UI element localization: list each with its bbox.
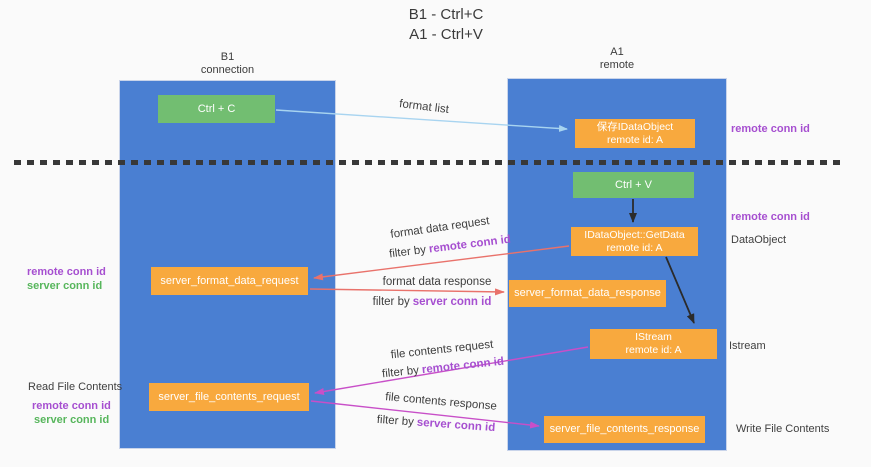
right-remote-conn-id-2: remote conn id xyxy=(731,211,810,223)
right-column-header: A1 remote xyxy=(507,46,727,71)
remote-conn-id-text: remote conn id xyxy=(428,233,512,256)
left-machine-name: B1 xyxy=(220,51,235,63)
title-line-2: A1 - Ctrl+V xyxy=(409,26,483,43)
left-server-conn-id-2: server conn id xyxy=(34,414,110,426)
clipboard-boundary-divider xyxy=(14,160,845,165)
server-format-data-response-box: server_format_data_response xyxy=(509,280,666,307)
filter-by-text: filter by xyxy=(388,243,427,261)
server-file-contents-request-label: server_file_contents_request xyxy=(158,390,300,403)
diagram-title: B1 - Ctrl+C A1 - Ctrl+V xyxy=(346,5,546,45)
server-format-data-request-box: server_format_data_request xyxy=(151,267,308,295)
istream-line2: remote id: A xyxy=(625,344,682,356)
save-dataobject-line1: 保存IDataObject xyxy=(596,120,674,133)
title-line-1: B1 - Ctrl+C xyxy=(408,6,484,23)
ctrl-c-box: Ctrl + C xyxy=(158,95,275,123)
filter-by-text: filter by xyxy=(381,364,420,381)
flow-label-file-contents-response: file contents response xyxy=(384,391,498,413)
ctrl-v-label: Ctrl + V xyxy=(615,178,652,191)
write-file-contents-label: Write File Contents xyxy=(736,423,830,435)
server-file-contents-response-box: server_file_contents_response xyxy=(544,416,705,443)
flow-label-format-list: format list xyxy=(398,98,450,116)
getdata-line2: remote id: A xyxy=(606,241,663,254)
getdata-box: IDataObject::GetData remote id: A xyxy=(571,227,698,256)
flow-label-format-data-response: format data response xyxy=(382,276,492,288)
left-server-conn-id-1: server conn id xyxy=(27,280,103,292)
left-machine-role: connection xyxy=(200,63,255,76)
server-file-contents-response-label: server_file_contents_response xyxy=(549,423,700,435)
server-file-contents-request-box: server_file_contents_request xyxy=(149,383,309,411)
right-remote-conn-id-1: remote conn id xyxy=(731,123,810,135)
getdata-line1: IDataObject::GetData xyxy=(584,228,685,241)
remote-conn-id-text: remote conn id xyxy=(421,355,505,377)
istream-box: IStream remote id: A xyxy=(590,329,717,359)
filter-by-text: filter by xyxy=(376,413,415,429)
save-dataobject-box: 保存IDataObject remote id: A xyxy=(575,119,695,148)
right-machine-name: A1 xyxy=(610,46,624,58)
ctrl-v-box: Ctrl + V xyxy=(573,172,694,198)
istream-line1: IStream xyxy=(635,331,672,343)
istream-side-label: Istream xyxy=(729,340,766,352)
left-remote-conn-id-2: remote conn id xyxy=(32,400,111,412)
read-file-contents-label: Read File Contents xyxy=(28,381,123,393)
server-format-data-request-label: server_format_data_request xyxy=(160,274,299,287)
dataobject-label: DataObject xyxy=(731,234,787,246)
server-format-data-response-label: server_format_data_response xyxy=(514,287,661,299)
server-conn-id-text: server conn id xyxy=(416,416,496,435)
filter-by-text: filter by xyxy=(372,296,410,308)
left-column-header: B1 connection xyxy=(119,51,336,76)
server-conn-id-text: server conn id xyxy=(412,296,492,308)
format-data-response-arrow xyxy=(309,288,505,296)
right-machine-role: remote xyxy=(599,58,635,71)
save-dataobject-line2: remote id: A xyxy=(606,133,664,146)
left-remote-conn-id-1: remote conn id xyxy=(27,266,106,278)
ctrl-c-label: Ctrl + C xyxy=(197,102,236,115)
